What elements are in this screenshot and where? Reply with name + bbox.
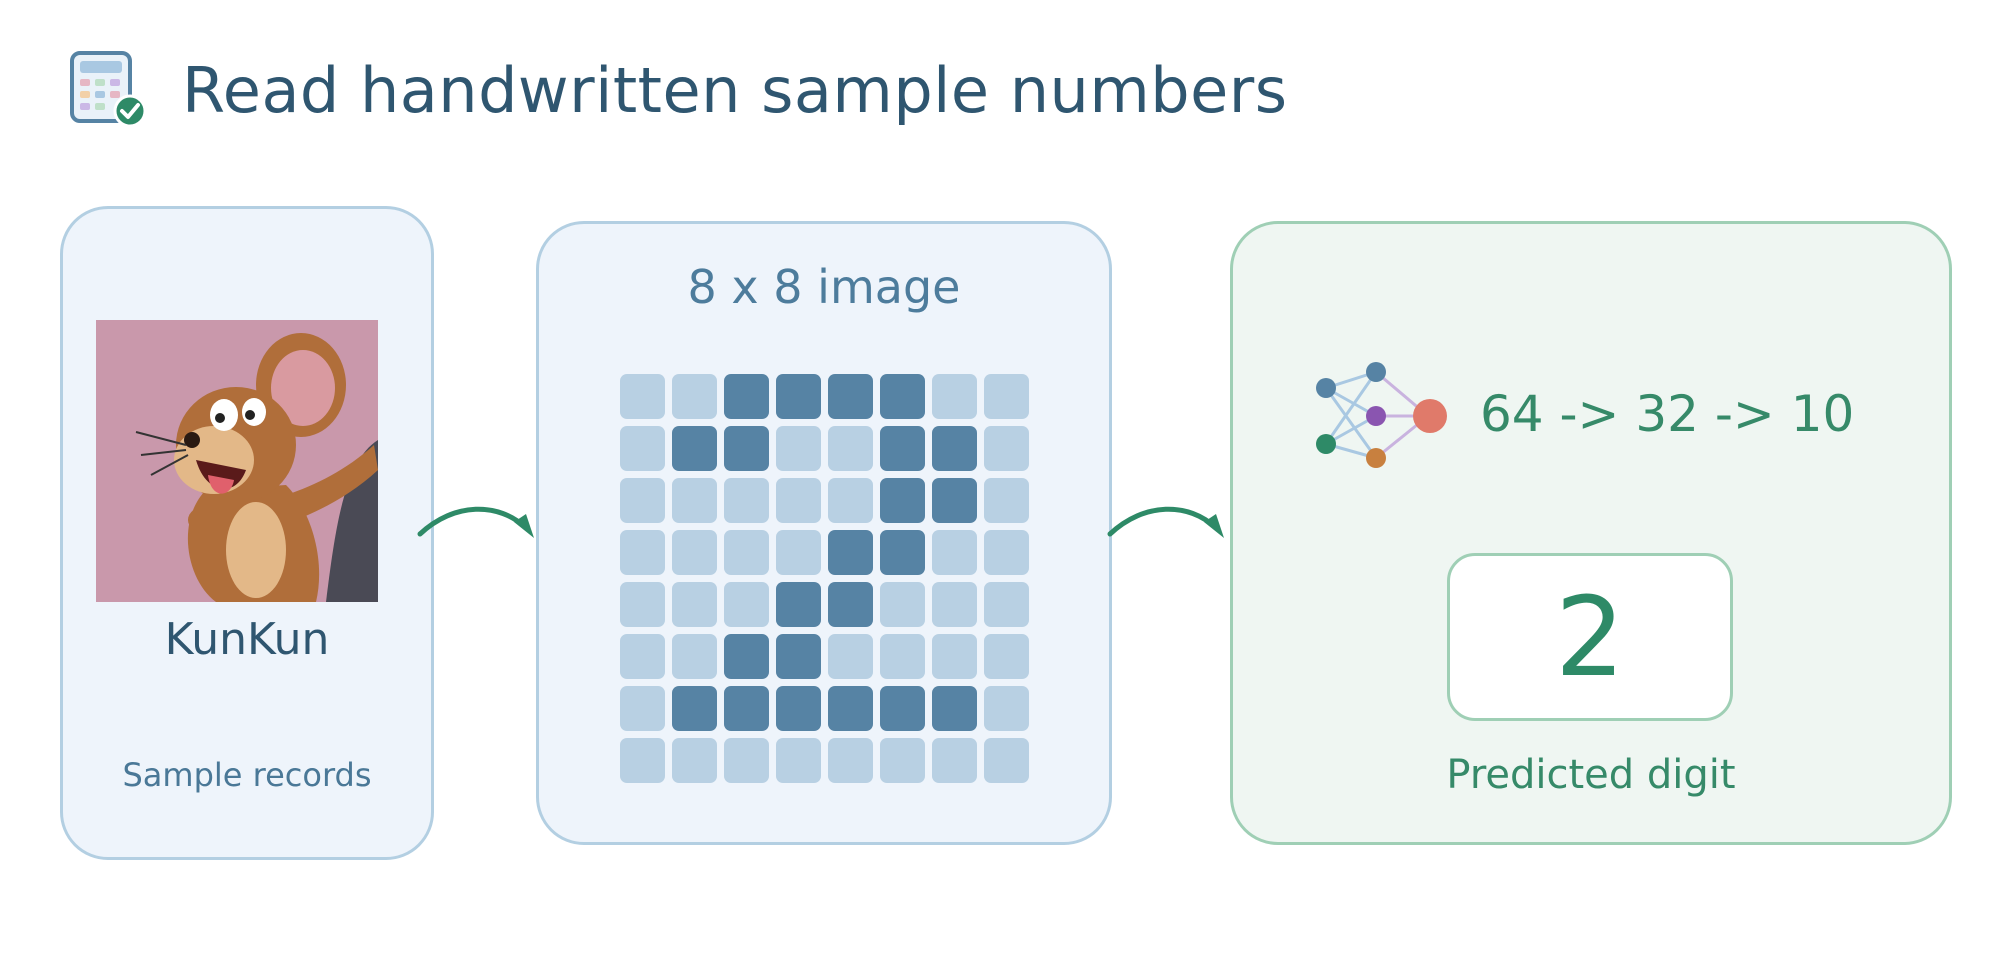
pixel-cell xyxy=(724,582,769,627)
pixel-cell xyxy=(880,686,925,731)
pixel-cell xyxy=(828,738,873,783)
pixel-cell xyxy=(776,374,821,419)
pixel-cell xyxy=(672,738,717,783)
predicted-digit-box: 2 xyxy=(1447,553,1733,721)
pixel-cell xyxy=(984,374,1029,419)
pixel-cell xyxy=(776,634,821,679)
pixel-cell xyxy=(724,426,769,471)
prediction-panel xyxy=(1230,221,1952,845)
predicted-digit-value: 2 xyxy=(1555,573,1625,701)
pixel-cell xyxy=(620,738,665,783)
pixel-cell xyxy=(828,426,873,471)
pixel-cell xyxy=(932,374,977,419)
pixel-cell xyxy=(672,686,717,731)
neural-network-icon xyxy=(1316,362,1447,468)
sample-name: KunKun xyxy=(164,614,330,665)
pixel-cell xyxy=(724,634,769,679)
pixel-cell xyxy=(880,582,925,627)
pixel-cell xyxy=(984,478,1029,523)
pixel-cell xyxy=(828,374,873,419)
pixel-cell xyxy=(828,478,873,523)
pixel-cell xyxy=(828,634,873,679)
pixel-cell xyxy=(932,738,977,783)
pixel-cell xyxy=(620,530,665,575)
pixel-grid xyxy=(620,374,1029,783)
pixel-cell xyxy=(776,686,821,731)
pixel-cell xyxy=(724,374,769,419)
cartoon-mouse-image xyxy=(96,320,378,602)
pixel-cell xyxy=(984,634,1029,679)
pixel-cell xyxy=(828,530,873,575)
pixel-cell xyxy=(620,478,665,523)
pixel-cell xyxy=(984,686,1029,731)
pixel-cell xyxy=(880,530,925,575)
pixel-cell xyxy=(932,582,977,627)
pixel-cell xyxy=(620,582,665,627)
prediction-caption: Predicted digit xyxy=(1446,752,1736,798)
page-header: Read handwritten sample numbers xyxy=(68,40,1288,140)
flow-arrow xyxy=(417,506,534,538)
pixel-cell xyxy=(776,530,821,575)
pixel-cell xyxy=(880,478,925,523)
pixel-cell xyxy=(724,738,769,783)
pixel-cell xyxy=(620,634,665,679)
network-layers-label: 64 -> 32 -> 10 xyxy=(1480,385,1855,443)
pixel-cell xyxy=(828,686,873,731)
page-title: Read handwritten sample numbers xyxy=(182,53,1288,127)
pixel-cell xyxy=(724,686,769,731)
sample-photo xyxy=(96,320,378,602)
pixel-cell xyxy=(984,582,1029,627)
pixel-cell xyxy=(620,426,665,471)
pixel-cell xyxy=(880,426,925,471)
pixel-cell xyxy=(776,426,821,471)
calculator-check-icon xyxy=(70,51,147,128)
pixel-cell xyxy=(776,478,821,523)
pixel-cell xyxy=(672,582,717,627)
pixel-cell xyxy=(672,426,717,471)
pixel-cell xyxy=(620,374,665,419)
image-caption: 8 x 8 image xyxy=(687,260,961,314)
records-caption: Sample records xyxy=(122,756,372,794)
pixel-cell xyxy=(984,426,1029,471)
pixel-cell xyxy=(880,634,925,679)
pixel-cell xyxy=(932,634,977,679)
pixel-cell xyxy=(984,738,1029,783)
pixel-cell xyxy=(828,582,873,627)
pixel-cell xyxy=(932,426,977,471)
pixel-cell xyxy=(672,530,717,575)
pixel-cell xyxy=(932,530,977,575)
pixel-cell xyxy=(880,374,925,419)
pixel-cell xyxy=(620,686,665,731)
pixel-cell xyxy=(776,738,821,783)
pixel-cell xyxy=(776,582,821,627)
pixel-cell xyxy=(672,478,717,523)
pixel-cell xyxy=(724,530,769,575)
flow-arrow xyxy=(1107,506,1224,538)
pixel-cell xyxy=(672,634,717,679)
pixel-cell xyxy=(724,478,769,523)
pixel-cell xyxy=(880,738,925,783)
pixel-cell xyxy=(932,478,977,523)
pixel-cell xyxy=(672,374,717,419)
pixel-cell xyxy=(984,530,1029,575)
pixel-cell xyxy=(932,686,977,731)
